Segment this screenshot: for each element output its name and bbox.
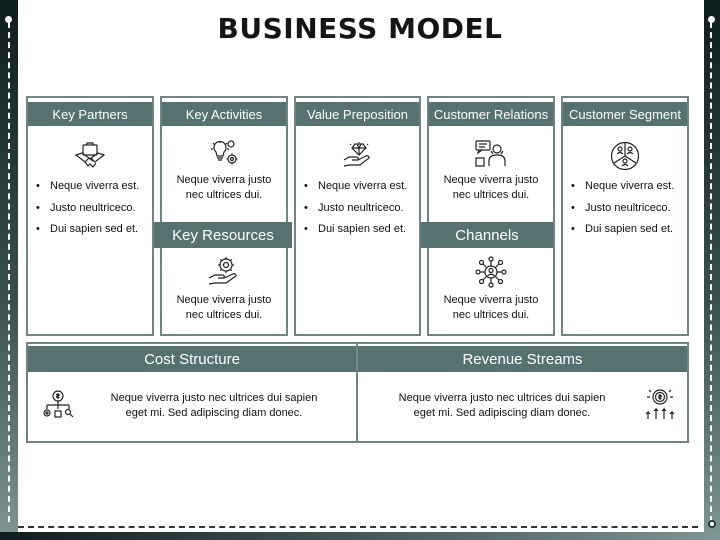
- list-item: Dui sapien sed et.: [569, 219, 683, 241]
- list-item: Dui sapien sed et.: [34, 219, 148, 241]
- hand-diamond-icon: [343, 142, 373, 168]
- customer-relations-card: Customer Relations Neque viverra justo n…: [421, 96, 555, 336]
- customer-segment-list: Neque viverra est. Justo neultriceco. Du…: [569, 176, 683, 241]
- customer-segment-header: Customer Segment: [563, 102, 687, 126]
- key-resources-header: Key Resources: [154, 222, 292, 248]
- key-activities-card: Key Activities Neque viverra justo nec u…: [154, 96, 292, 336]
- customer-relations-text: Neque viverra justo nec ultrices dui.: [443, 174, 539, 201]
- lightbulb-gear-icon: [208, 140, 240, 168]
- key-activities-header: Key Activities: [162, 102, 286, 126]
- bottom-right-dot: [708, 520, 716, 528]
- list-item: Dui sapien sed et.: [302, 219, 415, 241]
- page-title: BUSINESS MODEL: [217, 12, 503, 45]
- list-item: Justo neultriceco.: [34, 198, 148, 220]
- key-resources-text: Neque viverra justo nec ultrices dui.: [176, 294, 272, 321]
- value-proposition-card: Value Preposition Neque viverra est. Jus…: [294, 96, 421, 336]
- cost-structure-card: Cost Structure Neque viverra justo nec u…: [26, 342, 358, 443]
- key-partners-card: Key Partners Neque viverra est. Justo ne…: [26, 96, 154, 336]
- key-partners-list: Neque viverra est. Justo neultriceco. Du…: [34, 176, 148, 241]
- list-item: Neque viverra est.: [302, 176, 415, 198]
- bottom-dashed-line: [18, 526, 698, 528]
- channels-header: Channels: [421, 222, 553, 248]
- hand-gear-icon: [208, 256, 240, 286]
- handshake-briefcase-icon: [75, 142, 105, 170]
- group-circle-icon: [610, 141, 640, 171]
- left-pin-dot: [5, 16, 12, 23]
- list-item: Neque viverra est.: [569, 176, 683, 198]
- revenue-streams-text: Neque viverra justo nec ultrices dui sap…: [398, 392, 606, 419]
- value-proposition-list: Neque viverra est. Justo neultriceco. Du…: [302, 176, 415, 241]
- revenue-streams-header: Revenue Streams: [358, 346, 687, 372]
- channels-text: Neque viverra justo nec ultrices dui.: [443, 294, 539, 321]
- cost-hierarchy-icon: [42, 390, 74, 424]
- dollar-growth-icon: [644, 388, 676, 424]
- customer-relations-header: Customer Relations: [429, 102, 553, 126]
- cost-structure-header: Cost Structure: [28, 346, 356, 372]
- revenue-streams-card: Revenue Streams Neque viverra justo nec …: [356, 342, 689, 443]
- key-activities-text: Neque viverra justo nec ultrices dui.: [176, 174, 272, 201]
- network-people-icon: [475, 256, 507, 288]
- list-item: Justo neultriceco.: [569, 198, 683, 220]
- right-pin-dot: [708, 16, 715, 23]
- left-dashed-line: [8, 22, 10, 522]
- bottom-decor-bar: [0, 532, 720, 540]
- cost-structure-text: Neque viverra justo nec ultrices dui sap…: [110, 392, 318, 419]
- key-partners-header: Key Partners: [28, 102, 152, 126]
- right-decor-bar: [704, 0, 720, 540]
- customer-segment-card: Customer Segment Neque viverra est. Just…: [561, 96, 689, 336]
- right-dashed-line: [710, 22, 712, 522]
- customer-support-icon: [475, 140, 507, 168]
- list-item: Neque viverra est.: [34, 176, 148, 198]
- value-proposition-header: Value Preposition: [296, 102, 419, 126]
- list-item: Justo neultriceco.: [302, 198, 415, 220]
